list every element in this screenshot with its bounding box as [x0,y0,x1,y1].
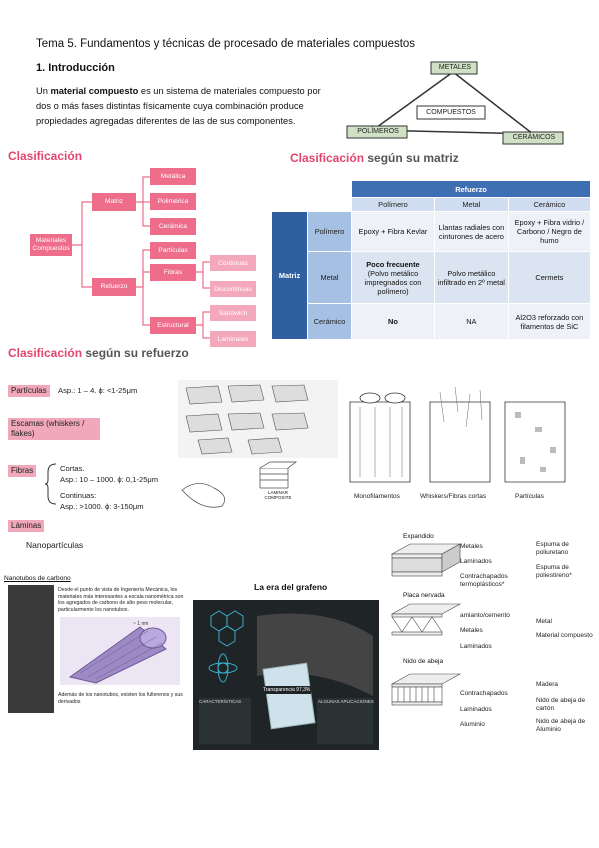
exp-core-1: Espuma de poliuretano [536,541,569,556]
exp-layer-2: Laminados [460,558,492,565]
tree-estructural-sandwich: Sandwich [210,305,256,321]
tree-matriz: Matriz [92,193,136,211]
nido-core-1: Madera [536,681,559,688]
tree-refuerzo-estructural: Estructural [150,317,196,334]
nido-core-3: Nido de abeja de Aluminio [536,718,586,733]
tree-estructural-laminares: Laminares [210,331,256,347]
sandwich-placa: Placa nervada [403,592,445,599]
tree-fibras-continuas: Continuas [210,255,256,271]
placa-core-2: Material compuesto [536,632,593,639]
table-row-label: Polímero [307,211,352,252]
placa-layer-2: Metales [460,627,483,634]
particulas-label: Partículas [8,385,50,397]
nano-title: Nanotubos de carbono [4,575,71,582]
table-cell: Epoxy + Fibra vidrio / Carbono / Negro d… [507,211,592,252]
particulas-desc: Asp.: 1 – 4. ϕ: <1-25μm [58,386,138,395]
table-col: Metal [433,197,509,212]
grafeno-transparencia: Transparencia 97,3% [262,686,312,694]
escamas-label: Escamas (whiskers / flakes) [8,418,100,440]
placa-core-1: Metal [536,618,552,625]
table-cell: Al2O3 reforzado con filamentos de SiC [507,303,592,340]
tree-refuerzo-fibras: Fibras [150,264,196,281]
table-cell: Epoxy + Fibra Kevlar [351,211,435,252]
exp-layer-3: Contrachapados termoplásticos* [460,573,508,588]
tree-matriz-polimerica: Polimérica [150,193,196,210]
grafeno-title: La era del grafeno [254,582,328,592]
placa-layer-1: amianto/cemento [460,612,510,619]
table-cell: No [351,303,435,340]
matriz-heading: Clasificación según su matriz [290,151,459,165]
nano-scale: ~ 1 nm [133,621,149,627]
intro-heading: 1. Introducción [36,62,115,74]
cortas-label: Cortas. [60,464,85,473]
nanoparticulas-label: Nanopartículas [26,540,84,550]
tree-fibras-discontinuas: Discontinuas [210,281,256,297]
table-cell: NA [433,303,509,340]
exp-core-2: Espuma de poliestireno* [536,564,572,579]
triangle-ceramicos: CERÁMICOS [512,134,556,141]
tree-refuerzo-particulas: Partículas [150,242,196,259]
grafeno-header-bg [193,580,379,600]
sandwich-expandido: Expandido [403,533,434,540]
tree-matriz-metalica: Metálica [150,168,196,185]
nano-strip-image [8,585,54,713]
table-cell: Cermets [507,251,592,304]
laminar-sketch [181,461,298,508]
nano-text-2: Además de los nanotubos, existen los ful… [58,692,183,705]
table-cell: Llantas radiales con cinturones de acero [433,211,509,252]
table-row-label: Cerámico [307,303,352,340]
table-refuerzo-header: Refuerzo [351,180,591,198]
page-title: Tema 5. Fundamentos y técnicas de proces… [36,38,416,50]
nido-layer-1: Contrachapados [460,690,508,697]
caption-whiskers: Whiskers/Fibras cortas [420,493,487,500]
fibras-label: Fibras [8,465,37,477]
cortas-desc: Asp.: 10 – 1000. ϕ: 0,1-25μm [60,475,159,484]
nido-layer-2: Laminados [460,706,492,713]
placa-figure [390,603,462,636]
continuas-desc: Asp.: >1000. ϕ: 3-150μm [60,502,144,511]
table-col: Polímero [351,197,435,212]
placa-layer-3: Laminados [460,643,492,650]
refuerzo-sketch-image [178,380,338,458]
nido-figure [390,673,462,706]
laminar-caption: LAMINAR COMPOSITE [264,490,292,500]
caption-particulas: Partículas [515,493,544,500]
nido-layer-3: Aluminio [460,721,485,728]
compuestos-triangle [346,61,564,145]
continuas-label: Continuas: [60,491,97,500]
table-matriz-label: Matriz [271,211,308,340]
triangle-polimeros: POLÍMEROS [357,128,399,135]
grafeno-caract: CARACTERÍSTICAS [199,699,242,704]
nano-text: Desde el punto de vista de Ingeniería Me… [58,587,184,613]
fibras-brace [44,463,57,505]
matriz-table: Refuerzo Polímero Metal Cerámico Matriz … [271,180,592,340]
refuerzo-heading: Clasificación según su refuerzo [8,346,189,360]
tree-matriz-ceramica: Cerámica [150,218,196,235]
intro-paragraph: Un material compuesto es un sistema de m… [36,86,321,126]
triangle-metales: METALES [438,64,472,71]
clasificacion-heading: Clasificación [8,149,83,163]
triangle-compuestos: COMPUESTOS [426,109,476,116]
table-cell: Polvo metálico infiltrado en 2º metal [433,251,509,304]
tree-root: Materiales Compuestos [30,234,72,256]
grafeno-aplic: ALGUNAS APLICACIONES [318,699,374,704]
laminas-label: Láminas [8,520,45,532]
table-row-label: Metal [307,251,352,304]
sandwich-nido: Nido de abeja [403,658,444,665]
table-col: Cerámico [507,197,592,212]
table-cell: Poco frecuente(Polvo metálico impregnado… [351,251,435,304]
expandido-figure [390,543,462,577]
clasificacion-tree-lines [72,176,210,339]
exp-layer-1: Metales [460,543,483,550]
caption-monofilamentos: Monofilamentos [354,493,400,500]
tree-refuerzo: Refuerzo [92,278,136,296]
refuerzo-3d-figures [349,386,566,483]
nanotube-image [60,617,180,685]
nido-core-2: Nido de abeja de cartón [536,697,586,712]
grafeno-graphics [199,610,373,744]
